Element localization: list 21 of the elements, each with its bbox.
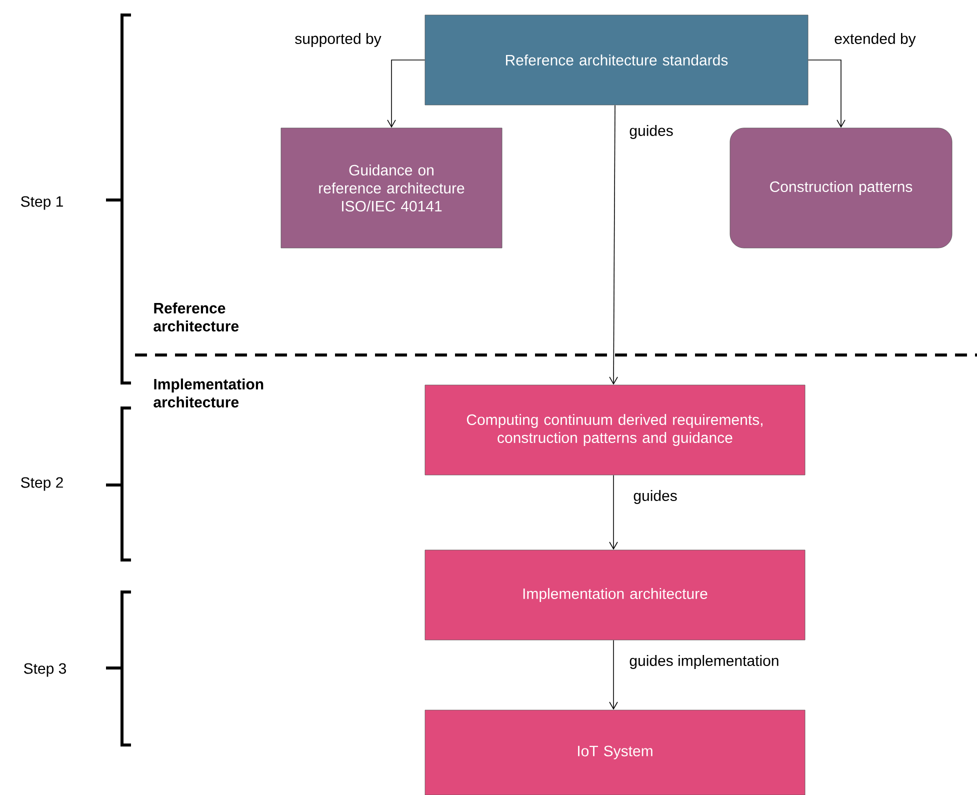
- process-box: IoT System: [424, 710, 806, 795]
- step-label: Step 3: [24, 663, 66, 677]
- edge-label: supported by: [295, 33, 382, 47]
- arrow: [609, 104, 618, 385]
- rounded-box: Construction patterns: [730, 128, 952, 248]
- process-box: Computing continuum derived requirements, construction patterns and guidance: [424, 384, 806, 476]
- process-box: Guidance on reference architecture ISO/IEC 40141: [280, 128, 502, 248]
- edge-label: guides: [634, 490, 677, 504]
- step-label: Step 1: [21, 196, 63, 210]
- arrow: [808, 60, 846, 128]
- arrow: [387, 60, 426, 128]
- step-label: Step 2: [21, 477, 63, 491]
- process-box: Implementation architecture: [424, 550, 806, 640]
- arrow: [609, 640, 618, 710]
- edge-label: extended by: [834, 33, 916, 47]
- edge-label: guides implementation: [630, 655, 778, 669]
- arrow: [609, 474, 618, 550]
- section-label: Implementation architecture: [154, 378, 264, 408]
- section-label: Reference architecture: [154, 302, 239, 332]
- edge-label: guides: [630, 125, 673, 139]
- process-box: Reference architecture standards: [424, 14, 808, 106]
